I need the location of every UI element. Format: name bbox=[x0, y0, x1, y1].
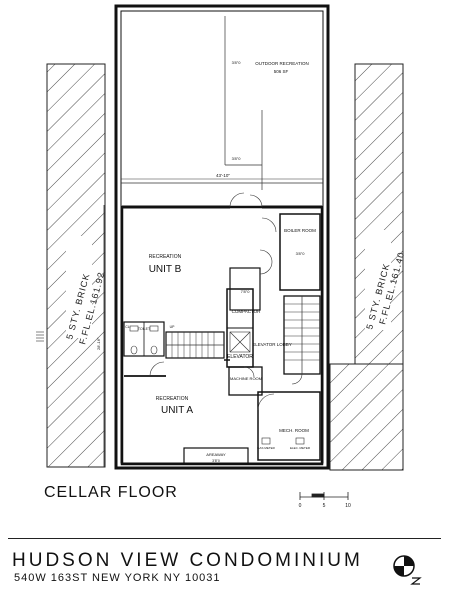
side-stair bbox=[284, 296, 320, 374]
outdoor-recreation-area bbox=[121, 16, 323, 190]
title-block: HUDSON VIEW CONDOMINIUM 540W 163ST NEW Y… bbox=[0, 538, 449, 600]
unit-b-label: UNIT B bbox=[149, 264, 182, 275]
outdoor-recreation-label: OUTDOOR RECREATION bbox=[255, 61, 308, 66]
cellar-walls bbox=[120, 205, 324, 466]
right-neighbor-building bbox=[329, 63, 404, 471]
building-outline bbox=[114, 4, 330, 470]
recreation-b-label: RECREATION bbox=[149, 254, 182, 260]
elevator-shaft bbox=[229, 331, 251, 353]
recreation-a-label: RECREATION bbox=[156, 396, 189, 402]
side-dimension-label: 28'-16" bbox=[96, 337, 101, 350]
width-dimension-label: 43'-10" bbox=[216, 173, 230, 178]
ceiling-height-mid: 3'8"0 bbox=[232, 156, 242, 161]
project-name: HUDSON VIEW CONDOMINIUM bbox=[12, 550, 363, 571]
elevator-lobby-label: ELEVATOR LOBBY bbox=[252, 342, 292, 347]
left-neighbor-building bbox=[46, 63, 106, 468]
unit-a-label: UNIT A bbox=[161, 405, 193, 416]
elec-meter-label: ELEC. METER bbox=[290, 446, 311, 450]
scale-tick-5: 5 bbox=[323, 503, 326, 509]
machine-room-label: MACHINE ROOM bbox=[230, 376, 262, 381]
scale-bar bbox=[299, 492, 349, 500]
scale-tick-0: 0 bbox=[299, 503, 302, 509]
gas-meter-label: GAS METER bbox=[257, 446, 276, 450]
areaway-ceiling-height: 3'8"0 bbox=[212, 459, 220, 463]
toilet-label: TOILET bbox=[138, 327, 151, 331]
project-address: 540W 163ST NEW YORK NY 10031 bbox=[14, 572, 221, 584]
ceiling-height-top: 3'8"0 bbox=[232, 60, 242, 65]
toilet-fixtures bbox=[129, 325, 159, 355]
areaway-label: AREAWAY bbox=[206, 452, 226, 457]
closet-label: CL. bbox=[125, 325, 130, 329]
mech-room-label: MECH. ROOM bbox=[279, 428, 309, 433]
title-divider-top bbox=[8, 538, 441, 539]
elevator-label: ELEVATOR bbox=[227, 354, 253, 360]
boiler-room-label: BOILER ROOM bbox=[284, 228, 316, 233]
property-marker bbox=[36, 331, 44, 342]
compactor-label: COMPACTOR bbox=[232, 309, 262, 314]
door-swings bbox=[149, 192, 303, 411]
outdoor-area-label: 506 SF bbox=[274, 69, 289, 74]
floor-title: CELLAR FLOOR bbox=[44, 484, 178, 501]
north-arrow-icon bbox=[393, 555, 422, 585]
meters bbox=[261, 437, 305, 445]
compactor-ceiling-height: 7'8"0 bbox=[241, 289, 251, 294]
scale-tick-10: 10 bbox=[345, 503, 351, 509]
center-stair bbox=[166, 332, 224, 358]
boiler-ceiling-height: 3'8"0 bbox=[296, 251, 306, 256]
stair-up-label: UP bbox=[170, 325, 176, 329]
